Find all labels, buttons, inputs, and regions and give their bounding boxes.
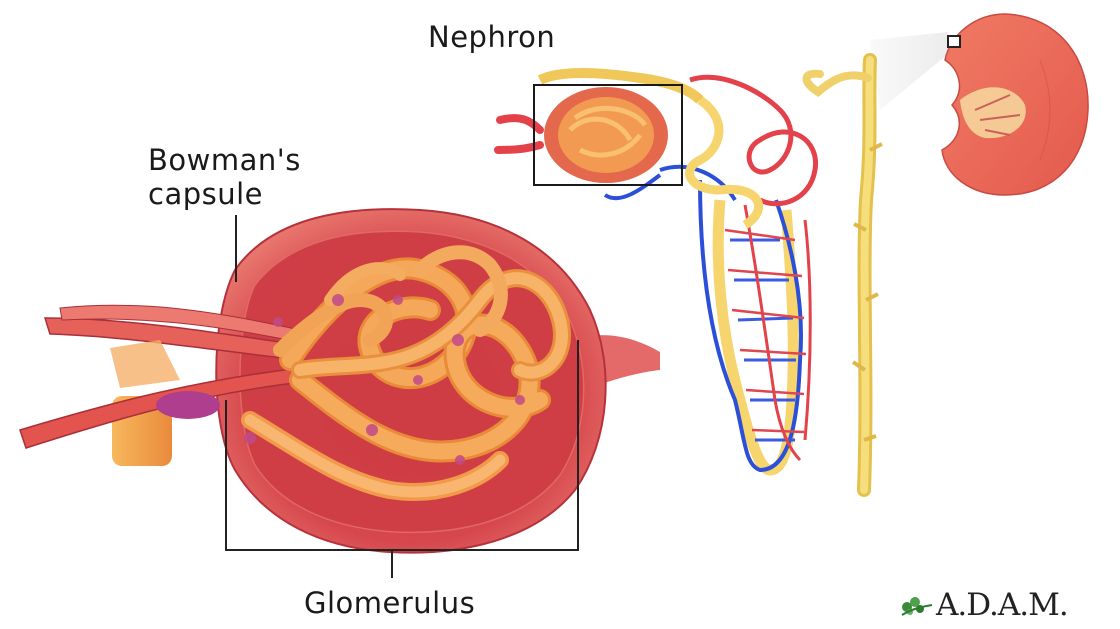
kidney [870, 14, 1088, 195]
kidney-zoom-box [948, 36, 960, 47]
bowmans-capsule-label-line1: Bowman's [148, 143, 301, 177]
nephron-label: Nephron [428, 20, 555, 54]
adam-logo: A.D.A.M. [898, 588, 1068, 622]
adam-leaf-logo-icon [898, 593, 934, 617]
glomerulus-label: Glomerulus [304, 586, 475, 620]
bowmans-capsule-label-line2: capsule [148, 177, 301, 211]
adam-logo-text: A.D.A.M. [936, 587, 1068, 623]
bowmans-capsule-label: Bowman's capsule [148, 143, 301, 211]
bowmans-capsule-illustration [20, 209, 660, 552]
